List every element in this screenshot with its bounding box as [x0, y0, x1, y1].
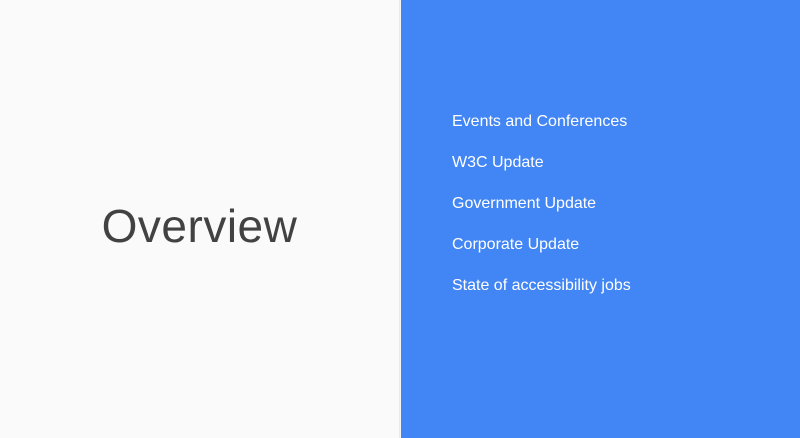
agenda-item: Government Update — [452, 195, 597, 212]
agenda-item: State of accessibility jobs — [452, 277, 631, 294]
agenda-item: Events and Conferences — [452, 113, 628, 130]
agenda-item: W3C Update — [452, 154, 544, 171]
panel-divider — [399, 0, 401, 438]
agenda-list: Events and Conferences W3C Update Govern… — [452, 112, 631, 317]
agenda-item: Corporate Update — [452, 236, 580, 253]
slide-title: Overview — [101, 200, 298, 252]
title-panel: Overview — [0, 0, 399, 438]
agenda-panel: Events and Conferences W3C Update Govern… — [401, 0, 800, 438]
